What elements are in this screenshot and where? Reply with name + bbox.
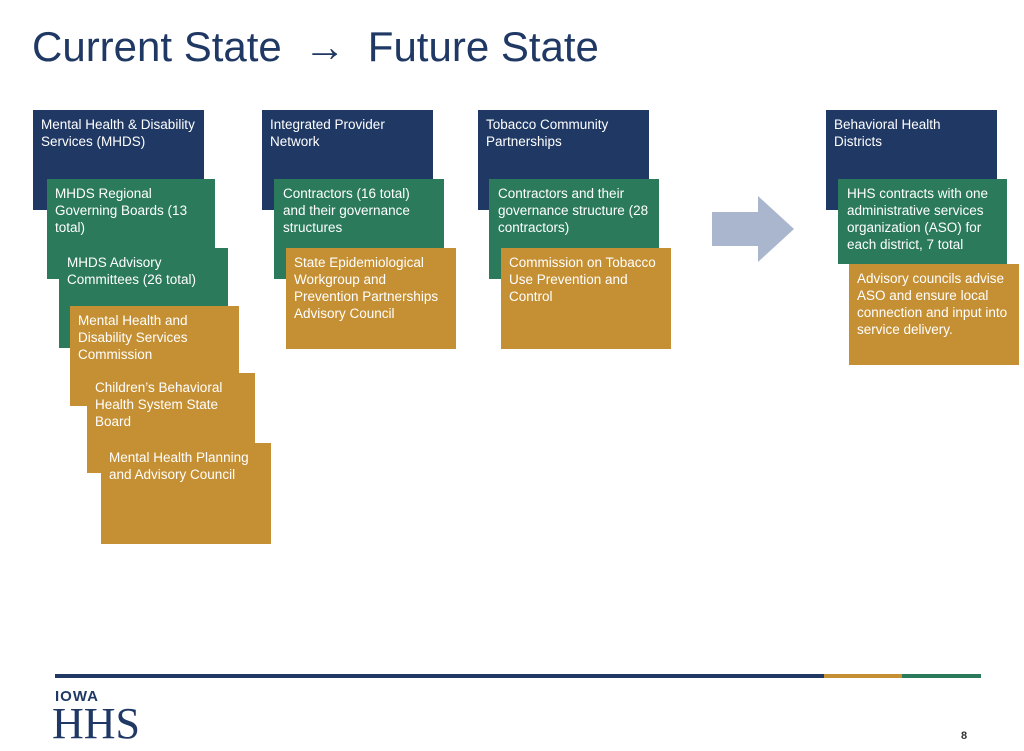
page-number: 8 — [961, 730, 968, 742]
footer-line-green — [902, 674, 981, 678]
logo-hhs-text: HHS — [52, 699, 141, 748]
mental-health-planning-council-box: Mental Health Planning and Advisory Coun… — [101, 443, 271, 544]
tobacco-commission-box: Commission on Tobacco Use Prevention and… — [501, 248, 671, 349]
title-future-state: Future State — [367, 23, 599, 70]
slide-title: Current State → Future State — [32, 26, 599, 68]
bhd-aso-contracts-box: HHS contracts with one administrative se… — [838, 179, 1007, 264]
footer-line-navy — [55, 674, 824, 678]
title-current-state: Current State — [32, 23, 282, 70]
title-arrow-icon: → — [303, 23, 346, 70]
transition-arrow-icon — [712, 196, 794, 262]
state-epidemiological-workgroup-box: State Epidemiological Workgroup and Prev… — [286, 248, 456, 349]
logo-iowa-text: IOWA — [55, 688, 99, 705]
footer-line-gold — [824, 674, 902, 678]
bhd-advisory-councils-box: Advisory councils advise ASO and ensure … — [849, 264, 1019, 365]
